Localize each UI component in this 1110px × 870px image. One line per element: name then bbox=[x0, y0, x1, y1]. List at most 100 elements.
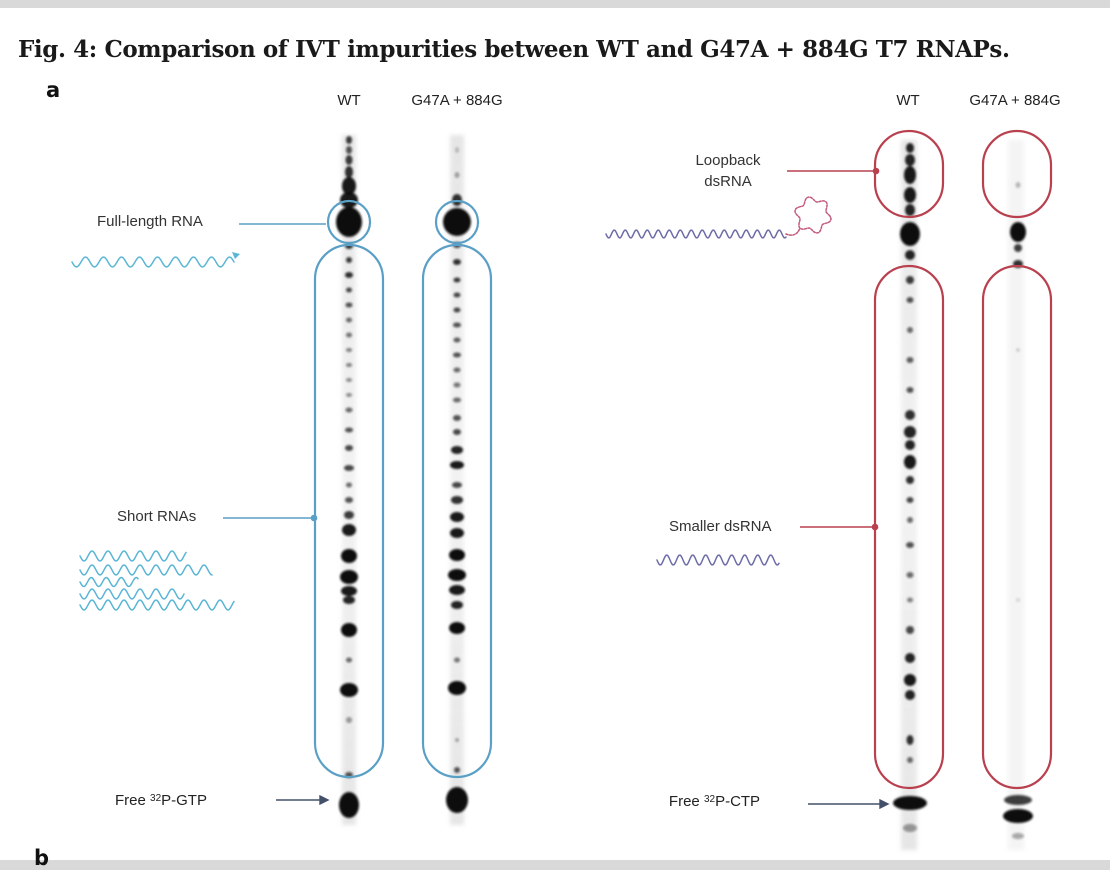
gel-band bbox=[450, 512, 464, 522]
gel-band bbox=[905, 440, 915, 450]
gel-band bbox=[907, 597, 913, 603]
gel-band bbox=[906, 297, 914, 303]
free-ctp-suffix: P-CTP bbox=[715, 792, 761, 810]
gel-band bbox=[450, 528, 464, 538]
leader-dot-smaller-dsrna bbox=[871, 523, 879, 531]
gel-band bbox=[341, 586, 357, 596]
loopback-dsrna-loop-icon bbox=[785, 196, 832, 236]
gel-band bbox=[341, 549, 357, 563]
label-short-rnas: Short RNAs bbox=[117, 508, 197, 525]
short-rna-wave-icon-5 bbox=[79, 599, 235, 611]
gel-band bbox=[906, 143, 914, 153]
gel-band bbox=[454, 657, 460, 663]
gel-band bbox=[446, 787, 468, 813]
lane-smear-2 bbox=[450, 135, 464, 825]
lane-label-mutant-right: G47A + 884G bbox=[969, 92, 1061, 109]
gel-band bbox=[346, 482, 352, 488]
gel-band bbox=[1012, 833, 1024, 839]
free-nucleotide-arrows bbox=[276, 794, 890, 810]
lane-smear-4 bbox=[1008, 140, 1024, 850]
figure-panel bbox=[0, 8, 1110, 860]
bands-mutant-ctp-lane bbox=[1003, 182, 1033, 839]
gel-band bbox=[345, 427, 353, 433]
short-rna-wave-icon-3 bbox=[79, 576, 139, 588]
gel-band bbox=[345, 407, 353, 413]
gel-band bbox=[344, 511, 354, 519]
gel-band bbox=[346, 393, 352, 397]
gel-band bbox=[346, 317, 352, 323]
gel-band bbox=[906, 476, 914, 484]
gel-band bbox=[453, 397, 461, 403]
gel-band bbox=[904, 426, 916, 438]
panel-letter-a: a bbox=[46, 78, 61, 102]
gel-band bbox=[453, 307, 461, 313]
gel-band bbox=[905, 154, 915, 166]
leader-dot-short-rnas bbox=[310, 514, 318, 522]
gel-band bbox=[342, 524, 356, 536]
gel-band bbox=[904, 187, 916, 203]
lane-label-mutant-left: G47A + 884G bbox=[411, 92, 503, 109]
gel-band bbox=[451, 601, 463, 609]
full-length-circle-mutant bbox=[434, 199, 480, 245]
gel-band bbox=[453, 415, 461, 421]
figure-title: Fig. 4: Comparison of IVT impurities bet… bbox=[18, 36, 1010, 63]
label-loopback-line1: Loopback bbox=[695, 152, 761, 169]
gel-band bbox=[1015, 182, 1021, 188]
gel-band bbox=[1016, 598, 1020, 602]
gel-band bbox=[904, 166, 916, 184]
full-length-circle-wt bbox=[326, 199, 372, 245]
free-gtp-prefix: Free bbox=[115, 791, 151, 809]
dsrna-oval-mutant bbox=[981, 264, 1053, 790]
lane-label-wt-right: WT bbox=[896, 92, 920, 109]
loopback-oval-mutant bbox=[981, 129, 1053, 219]
left-gel-outlines bbox=[313, 199, 493, 779]
bands-mutant-gtp-lane bbox=[443, 147, 471, 813]
gel-band bbox=[453, 352, 461, 358]
gel-band bbox=[905, 250, 915, 260]
lane-smear-3 bbox=[901, 140, 917, 850]
gel-band bbox=[906, 542, 914, 548]
gel-band bbox=[453, 337, 461, 343]
free-gtp-suffix: P-GTP bbox=[161, 791, 207, 809]
short-rna-wave-icon-2 bbox=[79, 564, 213, 576]
gel-band bbox=[453, 292, 461, 298]
gel-band bbox=[340, 570, 358, 584]
full-length-rna-wave-icon bbox=[71, 256, 235, 268]
gel-band bbox=[345, 445, 353, 451]
gel-band bbox=[906, 276, 914, 284]
gel-band bbox=[346, 348, 352, 352]
gel-band bbox=[903, 824, 917, 832]
gel-band bbox=[451, 446, 463, 454]
label-loopback-line2: dsRNA bbox=[704, 173, 752, 190]
gel-band bbox=[345, 497, 353, 503]
gel-band bbox=[346, 378, 352, 382]
gel-band bbox=[907, 517, 913, 523]
gel-band bbox=[339, 792, 359, 818]
panel-letter-b: b bbox=[34, 846, 50, 870]
leader-lines bbox=[223, 167, 880, 531]
arrow-gtp-head bbox=[319, 794, 330, 806]
gel-band bbox=[448, 569, 466, 581]
gel-band bbox=[453, 322, 461, 328]
full-length-rna-arrow-icon bbox=[232, 252, 240, 259]
gel-band bbox=[450, 461, 464, 469]
gel-band bbox=[346, 146, 352, 154]
short-rna-wave-icon-4 bbox=[79, 588, 185, 600]
gel-band bbox=[455, 738, 459, 742]
leader-dot-loopback bbox=[872, 167, 880, 175]
gel-band bbox=[346, 363, 352, 367]
gel-band bbox=[449, 549, 465, 561]
gel-band bbox=[343, 596, 355, 604]
gel-band bbox=[904, 455, 916, 469]
gel-band bbox=[453, 277, 461, 283]
gel-band bbox=[905, 690, 915, 700]
gel-band bbox=[449, 622, 465, 634]
gel-band bbox=[346, 257, 352, 263]
gel-band bbox=[346, 657, 352, 663]
gel-band bbox=[454, 172, 460, 178]
gel-band bbox=[906, 735, 914, 745]
gel-band bbox=[449, 585, 465, 595]
gel-band bbox=[345, 272, 353, 278]
